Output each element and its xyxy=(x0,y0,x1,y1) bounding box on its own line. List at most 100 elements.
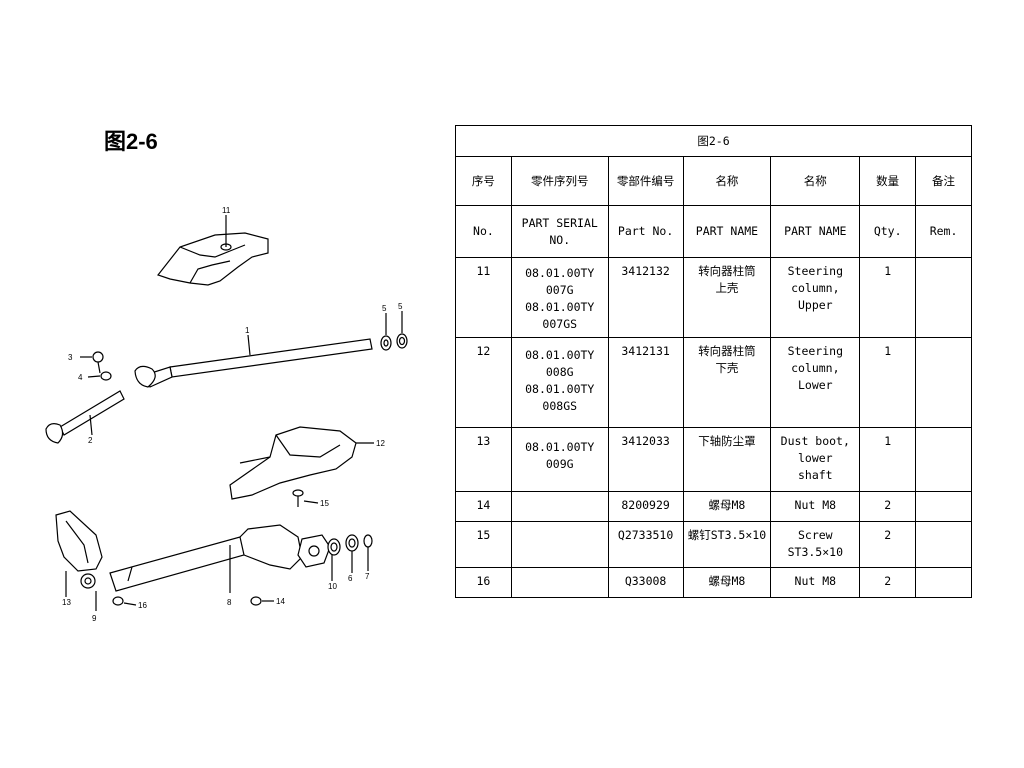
callout-label: 10 xyxy=(328,582,337,591)
header-cell: PART SERIAL NO. xyxy=(510,205,609,258)
table-row: 15 Q2733510 螺钉ST3.5×10 Screw ST3.5×10 2 xyxy=(455,521,972,568)
callout-label: 8 xyxy=(227,598,232,607)
serial-line: 007GS xyxy=(542,317,578,331)
serial-line: 08.01.00TY xyxy=(525,440,595,454)
cell-qty: 1 xyxy=(859,257,917,338)
cell-name-en: Nut M8 xyxy=(770,567,861,598)
header-cell: 零件序列号 xyxy=(510,156,609,206)
cell-no: 13 xyxy=(455,427,512,492)
callout-label: 12 xyxy=(376,439,385,448)
cell-part-no: Q2733510 xyxy=(607,521,684,568)
header-cell: PART NAME xyxy=(770,205,861,258)
cell-no: 16 xyxy=(455,567,512,598)
header-cell: 名称 xyxy=(770,156,861,206)
cell-part-no: 3412131 xyxy=(607,337,684,428)
part-16-nut xyxy=(112,596,137,606)
callout-label: 13 xyxy=(62,598,71,607)
cell-name-zh: 转向器柱筒上壳 xyxy=(682,257,772,338)
table-row: 13 08.01.00TY 009G 3412033 下轴防尘罩 Dust bo… xyxy=(455,427,972,492)
callout-label: 3 xyxy=(68,353,73,362)
callout-label: 1 xyxy=(245,326,250,335)
cell-name-en: Steering column, Lower xyxy=(770,337,861,428)
header-cell: Rem. xyxy=(915,205,972,258)
cell-no: 11 xyxy=(455,257,512,338)
part-2-lower-shaft xyxy=(45,390,125,444)
part-14-nut xyxy=(250,596,274,606)
callout-label: 5 xyxy=(398,302,403,311)
cell-no: 14 xyxy=(455,491,512,522)
cell-part-no: Q33008 xyxy=(607,567,684,598)
part-3-4-bolt xyxy=(80,351,112,381)
callout-label: 5 xyxy=(382,304,387,313)
table-caption-row: 图2-6 xyxy=(455,125,972,157)
header-cell: Part No. xyxy=(607,205,684,258)
part-9-nut xyxy=(80,573,97,611)
serial-line: 007G xyxy=(545,283,574,297)
callout-label: 11 xyxy=(222,206,231,215)
serial-line: 009G xyxy=(545,457,574,471)
header-cell: 备注 xyxy=(915,156,972,206)
header-cell: 零部件编号 xyxy=(607,156,684,206)
cell-serial xyxy=(510,491,609,522)
header-row-en: No. PART SERIAL NO. Part No. PART NAME P… xyxy=(455,205,972,258)
serial-line: 08.01.00TY xyxy=(525,348,595,362)
cell-name-zh: 螺母M8 xyxy=(682,567,772,598)
exploded-view-diagram: 11 1 5 5 3 4 2 12 15 13 9 16 8 14 10 6 7 xyxy=(45,206,408,623)
cell-name-zh: 螺母M8 xyxy=(682,491,772,522)
cell-name-en: Screw ST3.5×10 xyxy=(770,521,861,568)
cell-serial: 08.01.00TY 008G 08.01.00TY 008GS xyxy=(510,337,609,428)
cell-name-zh: 转向器柱筒下壳 xyxy=(682,337,772,428)
cell-no: 15 xyxy=(455,521,512,568)
cell-serial xyxy=(510,521,609,568)
cell-name-en: Steering column, Upper xyxy=(770,257,861,338)
cell-qty: 1 xyxy=(859,427,917,492)
callout-label: 15 xyxy=(320,499,329,508)
serial-line: 08.01.00TY xyxy=(525,382,595,396)
cell-part-no: 3412132 xyxy=(607,257,684,338)
callout-label: 14 xyxy=(276,597,285,606)
cell-rem xyxy=(915,337,972,428)
table-row: 11 08.01.00TY 007G 08.01.00TY 007GS 3412… xyxy=(455,257,972,338)
callout-label: 6 xyxy=(348,574,353,583)
part-13-dust-boot xyxy=(55,510,103,597)
header-cell: PART NAME xyxy=(682,205,772,258)
cell-qty: 2 xyxy=(859,567,917,598)
cell-name-zh: 螺钉ST3.5×10 xyxy=(682,521,772,568)
part-10-6-7-washers xyxy=(297,534,373,581)
header-cell: No. xyxy=(455,205,512,258)
cell-qty: 1 xyxy=(859,337,917,428)
figure-title: 图2-6 xyxy=(104,129,158,154)
serial-line: 08.01.00TY xyxy=(525,266,595,280)
cell-part-no: 8200929 xyxy=(607,491,684,522)
cell-rem xyxy=(915,257,972,338)
callout-label: 9 xyxy=(92,614,97,623)
serial-line: 008GS xyxy=(542,399,578,413)
cell-name-en: Dust boot, lower shaft xyxy=(770,427,861,492)
cell-name-en: Nut M8 xyxy=(770,491,861,522)
callout-label: 16 xyxy=(138,601,147,610)
header-cell: Qty. xyxy=(859,205,917,258)
cell-rem xyxy=(915,521,972,568)
cell-serial: 08.01.00TY 009G xyxy=(510,427,609,492)
table-caption: 图2-6 xyxy=(455,125,972,157)
cell-part-no: 3412033 xyxy=(607,427,684,492)
callout-label: 7 xyxy=(365,572,370,581)
cell-rem xyxy=(915,567,972,598)
serial-line: 08.01.00TY xyxy=(525,300,595,314)
part-15-screw xyxy=(292,489,319,507)
part-8-column-tube xyxy=(109,524,303,593)
callout-label: 4 xyxy=(78,373,83,382)
cell-name-zh: 下轴防尘罩 xyxy=(682,427,772,492)
serial-line: 008G xyxy=(545,365,574,379)
cell-no: 12 xyxy=(455,337,512,428)
part-5-nut-washer xyxy=(380,311,408,351)
cell-qty: 2 xyxy=(859,491,917,522)
cell-rem xyxy=(915,427,972,492)
parts-table: 图2-6 序号 零件序列号 零部件编号 名称 名称 数量 备注 No. PART… xyxy=(455,125,972,598)
part-12-lower-shell xyxy=(229,426,374,500)
header-cell: 序号 xyxy=(455,156,512,206)
cell-rem xyxy=(915,491,972,522)
cell-qty: 2 xyxy=(859,521,917,568)
part-1-shaft xyxy=(134,334,373,388)
cell-serial: 08.01.00TY 007G 08.01.00TY 007GS xyxy=(510,257,609,338)
